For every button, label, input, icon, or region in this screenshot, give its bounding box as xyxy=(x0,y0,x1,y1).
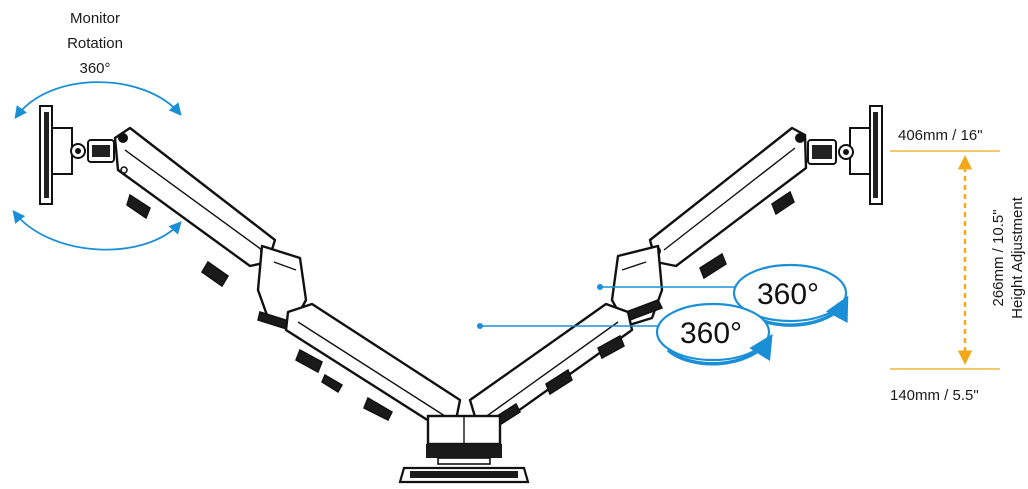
max-height-label: 406mm / 16" xyxy=(898,127,983,144)
base-swivel-label: 360° xyxy=(680,317,742,350)
rotation-arc-bottom xyxy=(12,210,182,251)
left-monitor-mount xyxy=(39,105,115,205)
right-upper-arm xyxy=(648,126,808,280)
center-pole-base xyxy=(398,414,530,484)
right-monitor-mount xyxy=(807,105,883,205)
height-adjustment-title: Height Adjustment xyxy=(1009,196,1026,319)
height-range-label: 266mm / 10.5" xyxy=(990,209,1007,306)
left-lower-arm xyxy=(284,302,462,430)
left-upper-arm xyxy=(113,126,277,288)
rotation-arc-top xyxy=(14,81,182,120)
right-lower-arm xyxy=(468,302,634,430)
min-height-label: 140mm / 5.5" xyxy=(890,387,979,404)
rotation-label-line1: Monitor xyxy=(70,10,120,27)
rotation-label-line3: 360° xyxy=(79,60,110,77)
height-adjustment: 406mm / 16" 140mm / 5.5" 266mm / 10.5" H… xyxy=(890,127,1026,404)
arm-swivel-label: 360° xyxy=(757,278,819,311)
base-swivel-callout: 360° xyxy=(477,302,773,366)
rotation-label: Monitor Rotation 360° xyxy=(67,10,123,77)
rotation-label-line2: Rotation xyxy=(67,35,123,52)
